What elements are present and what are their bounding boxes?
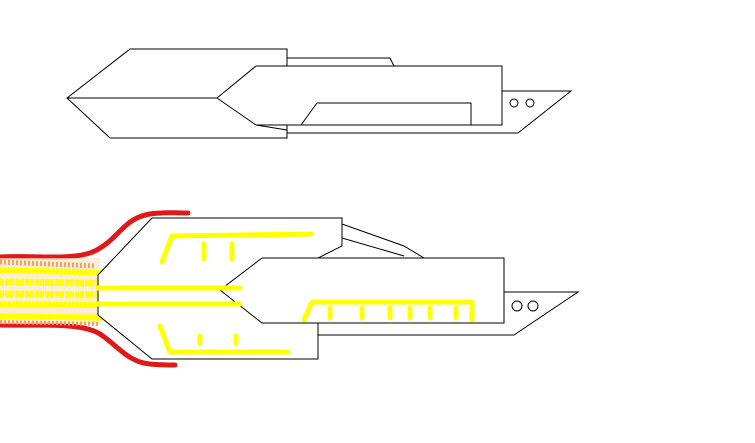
ship-strut: [341, 223, 425, 259]
ship-inner-panel: [300, 102, 472, 126]
accent-bottom-stripe: [157, 323, 291, 355]
ship-outline: [66, 48, 573, 139]
porthole-icon: [527, 300, 539, 312]
ship-front-hull: [216, 65, 503, 131]
accent-panel-stripe: [301, 299, 475, 323]
hull-accents: [95, 231, 475, 355]
ship-front-hull: [219, 257, 505, 324]
ship-nose: [318, 291, 580, 336]
accent-top-stripe: [159, 231, 315, 265]
flame-streak: [0, 313, 121, 321]
porthole-icon: [509, 98, 519, 108]
porthole-icon: [511, 300, 523, 312]
flame-upper-red: [0, 210, 191, 260]
flame-streak: [0, 301, 231, 309]
ship-with-exhaust: [0, 210, 580, 368]
ship-nose: [287, 90, 573, 134]
flame-lower-red: [0, 322, 178, 368]
flame-streak: [0, 320, 101, 326]
flame-streak: [0, 267, 231, 279]
ship-strut: [341, 237, 405, 257]
porthole-icon: [525, 98, 535, 108]
